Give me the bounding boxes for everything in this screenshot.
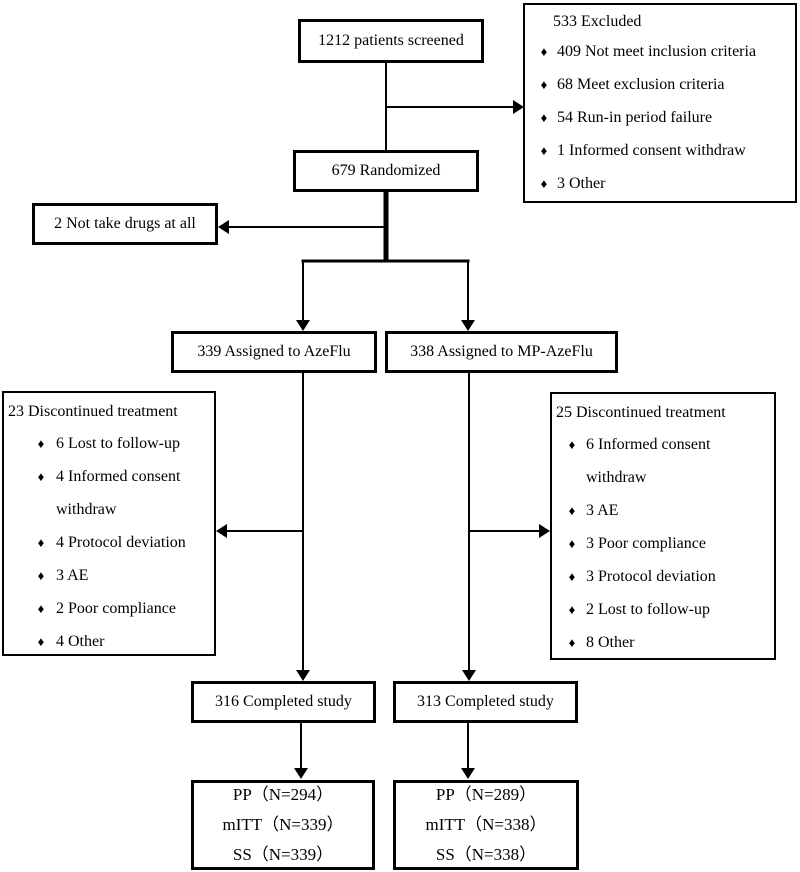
list-item-label: 1 Informed consent withdraw [557, 142, 746, 159]
list-item-label: 6 Informed consent withdraw [586, 436, 711, 486]
list-item: ♦ 6 Lost to follow-up [8, 427, 212, 460]
analysis-left-box: PP（N=294） mITT（N=339） SS（N=339） [191, 780, 375, 870]
randomized-label: 679 Randomized [331, 162, 441, 179]
list-item: ♦ 1 Informed consent withdraw [531, 134, 791, 167]
list-item-label: 54 Run-in period failure [557, 109, 713, 126]
list-item: ♦ 3 Other [531, 167, 791, 200]
list-item: ♦ 54 Run-in period failure [531, 101, 791, 134]
analysis-mitt-label: mITT（N=338） [425, 815, 547, 834]
arm-mp-azeflu-box: 338 Assigned to MP-AzeFlu [385, 331, 618, 373]
list-item: ♦ 3 Protocol deviation [556, 560, 772, 593]
list-item-label: 4 Informed consent withdraw [56, 468, 181, 518]
list-item: ♦ 3 AE [8, 559, 212, 592]
diamond-bullet-icon: ♦ [540, 143, 548, 158]
list-item: ♦ 2 Lost to follow-up [556, 593, 772, 626]
diamond-bullet-icon: ♦ [37, 568, 45, 583]
diamond-bullet-icon: ♦ [568, 503, 576, 518]
arm-azeflu-label: 339 Assigned to AzeFlu [197, 343, 351, 360]
analysis-ss-label: SS（N=339） [232, 845, 334, 864]
arm-mp-azeflu-label: 338 Assigned to MP-AzeFlu [410, 343, 593, 360]
completed-left-box: 316 Completed study [191, 681, 376, 723]
list-item: ♦ 4 Other [8, 625, 212, 658]
arm-azeflu-box: 339 Assigned to AzeFlu [171, 331, 377, 373]
branch-arrow-right-arm [461, 260, 475, 331]
connector-to-not-take-drugs-arrow [218, 220, 385, 234]
list-item: ♦ 68 Meet exclusion criteria [531, 68, 791, 101]
connector-to-discontinued-left-arrow [216, 524, 303, 538]
list-item: ♦ 4 Informed consent withdraw [8, 460, 212, 526]
list-item-label: 8 Other [586, 634, 635, 651]
diamond-bullet-icon: ♦ [568, 635, 576, 650]
diamond-bullet-icon: ♦ [568, 569, 576, 584]
list-item-label: 3 Other [557, 175, 606, 192]
analysis-ss-label: SS（N=338） [435, 845, 537, 864]
connector-completed-to-analysis-left-arrow [294, 722, 308, 779]
discontinued-right-box: 25 Discontinued treatment ♦ 6 Informed c… [550, 392, 776, 660]
connector-completed-to-analysis-right-arrow [461, 722, 475, 779]
connector-to-discontinued-right-arrow [469, 524, 550, 538]
completed-left-label: 316 Completed study [215, 693, 352, 710]
screened-box: 1212 patients screened [298, 19, 484, 63]
diamond-bullet-icon: ♦ [37, 601, 45, 616]
diamond-bullet-icon: ♦ [540, 77, 548, 92]
randomized-box: 679 Randomized [293, 150, 479, 192]
diamond-bullet-icon: ♦ [37, 436, 45, 451]
list-item-label: 3 AE [56, 567, 89, 584]
excluded-title: 533 Excluded [553, 13, 642, 30]
diamond-bullet-icon: ♦ [540, 44, 548, 59]
list-item: ♦ 3 AE [556, 494, 772, 527]
diamond-bullet-icon: ♦ [568, 536, 576, 551]
analysis-pp-label: PP（N=294） [232, 785, 334, 804]
list-item-label: 2 Poor compliance [56, 600, 176, 617]
list-item: ♦ 4 Protocol deviation [8, 526, 212, 559]
not-take-drugs-box: 2 Not take drugs at all [32, 203, 218, 245]
trunk-left-arm-to-completed-arrow [296, 372, 310, 681]
analysis-mitt-label: mITT（N=339） [222, 815, 344, 834]
diamond-bullet-icon: ♦ [568, 437, 576, 452]
diamond-bullet-icon: ♦ [37, 535, 45, 550]
screened-label: 1212 patients screened [318, 32, 464, 49]
discontinued-right-title: 25 Discontinued treatment [556, 404, 726, 421]
excluded-box: 533 Excluded ♦ 409 Not meet inclusion cr… [523, 3, 797, 203]
list-item-label: 3 Poor compliance [586, 535, 706, 552]
list-item-label: 3 AE [586, 502, 619, 519]
diamond-bullet-icon: ♦ [37, 634, 45, 649]
list-item-label: 4 Protocol deviation [56, 534, 186, 551]
list-item-label: 3 Protocol deviation [586, 568, 716, 585]
list-item-label: 6 Lost to follow-up [56, 435, 180, 452]
list-item-label: 68 Meet exclusion criteria [557, 76, 725, 93]
list-item-label: 2 Lost to follow-up [586, 601, 710, 618]
list-item: ♦ 2 Poor compliance [8, 592, 212, 625]
discontinued-left-box: 23 Discontinued treatment ♦ 6 Lost to fo… [2, 391, 216, 656]
diamond-bullet-icon: ♦ [540, 176, 548, 191]
completed-right-label: 313 Completed study [417, 693, 554, 710]
trunk-right-arm-to-completed-arrow [462, 372, 476, 681]
analysis-pp-label: PP（N=289） [435, 785, 537, 804]
diamond-bullet-icon: ♦ [540, 110, 548, 125]
list-item-label: 409 Not meet inclusion criteria [557, 43, 757, 60]
list-item: ♦ 8 Other [556, 626, 772, 659]
diamond-bullet-icon: ♦ [37, 469, 45, 484]
branch-arrow-left-arm [296, 260, 310, 331]
analysis-right-box: PP（N=289） mITT（N=338） SS（N=338） [393, 780, 579, 870]
connector-to-excluded-arrow [387, 100, 524, 114]
list-item: ♦ 6 Informed consent withdraw [556, 428, 772, 494]
not-take-drugs-label: 2 Not take drugs at all [54, 215, 196, 232]
list-item: ♦ 3 Poor compliance [556, 527, 772, 560]
completed-right-box: 313 Completed study [393, 681, 578, 723]
list-item: ♦ 409 Not meet inclusion criteria [531, 35, 791, 68]
diamond-bullet-icon: ♦ [568, 602, 576, 617]
discontinued-left-title: 23 Discontinued treatment [8, 403, 178, 420]
list-item-label: 4 Other [56, 633, 105, 650]
